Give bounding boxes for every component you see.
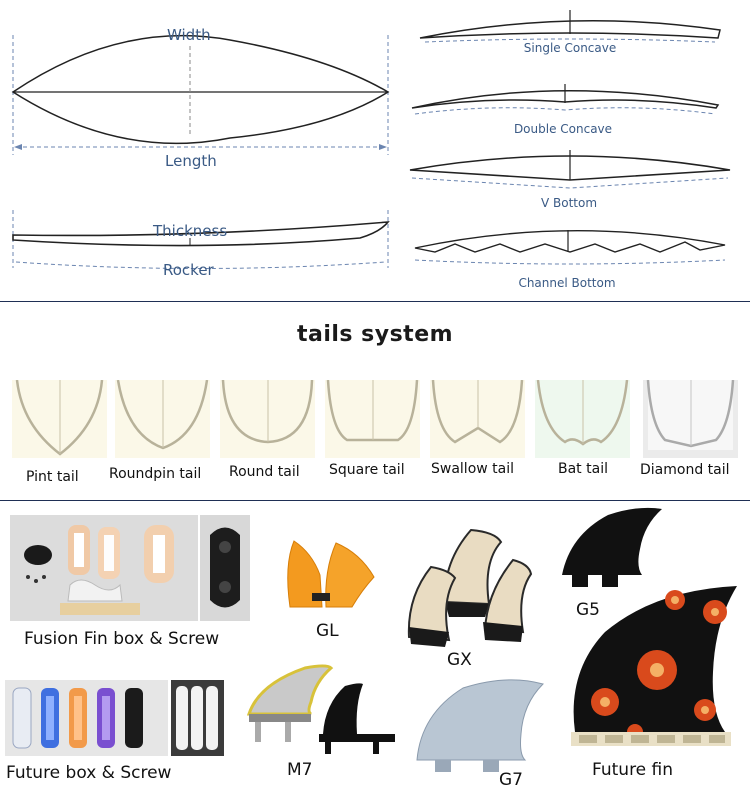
outline-diagram — [11, 34, 390, 269]
double-concave-label: Double Concave — [513, 122, 613, 136]
diamond-tail-label: Diamond tail — [640, 462, 730, 478]
m7-label: M7 — [287, 760, 313, 780]
round-tail-label: Round tail — [229, 464, 300, 480]
gl-label: GL — [316, 621, 339, 641]
single-concave-label: Single Concave — [523, 41, 617, 55]
gx-label: GX — [447, 650, 472, 670]
pint-tail-label: Pint tail — [26, 469, 79, 485]
swallow-tail-label: Swallow tail — [431, 461, 515, 477]
fusion-box-label: Fusion Fin box & Screw — [24, 629, 220, 649]
square-tail-image — [325, 380, 420, 458]
future-fin-image — [571, 586, 737, 746]
rocker-label: Rocker — [163, 261, 214, 279]
bat-tail-label: Bat tail — [558, 461, 608, 477]
g7-label: G7 — [499, 770, 523, 790]
square-tail-label: Square tail — [329, 462, 405, 478]
round-tail-image — [220, 380, 315, 458]
future-fin-label: Future fin — [592, 760, 674, 780]
bat-tail-image — [535, 380, 630, 458]
swallow-tail-image — [430, 380, 525, 458]
width-label: Width — [167, 26, 211, 44]
fusion-black-plug-photo — [200, 515, 250, 621]
top-divider — [0, 301, 750, 302]
future-box-label: Future box & Screw — [6, 763, 172, 783]
bottom-shapes-diagram — [409, 10, 731, 265]
thickness-label: Thickness — [153, 222, 228, 240]
g5-fin-image — [562, 507, 662, 587]
gx-fin-image — [407, 528, 533, 647]
future-box-white-photo — [171, 680, 224, 756]
g7-fin-image — [416, 679, 544, 772]
future-box-photo — [5, 680, 168, 756]
g5-label: G5 — [576, 600, 600, 620]
channel-bottom-label: Channel Bottom — [518, 276, 616, 290]
gl-fin-image — [287, 540, 375, 608]
roundpin-tail-label: Roundpin tail — [109, 466, 202, 482]
roundpin-tail-image — [115, 380, 210, 458]
tails-title: tails system — [296, 322, 454, 347]
pint-tail-image — [12, 380, 107, 458]
v-bottom-label: V Bottom — [540, 196, 598, 210]
bottom-divider — [0, 500, 750, 501]
diamond-tail-image — [643, 380, 738, 458]
m7-fin-image — [246, 664, 395, 754]
length-label: Length — [165, 152, 217, 170]
fusion-fin-box-photo — [10, 515, 198, 621]
